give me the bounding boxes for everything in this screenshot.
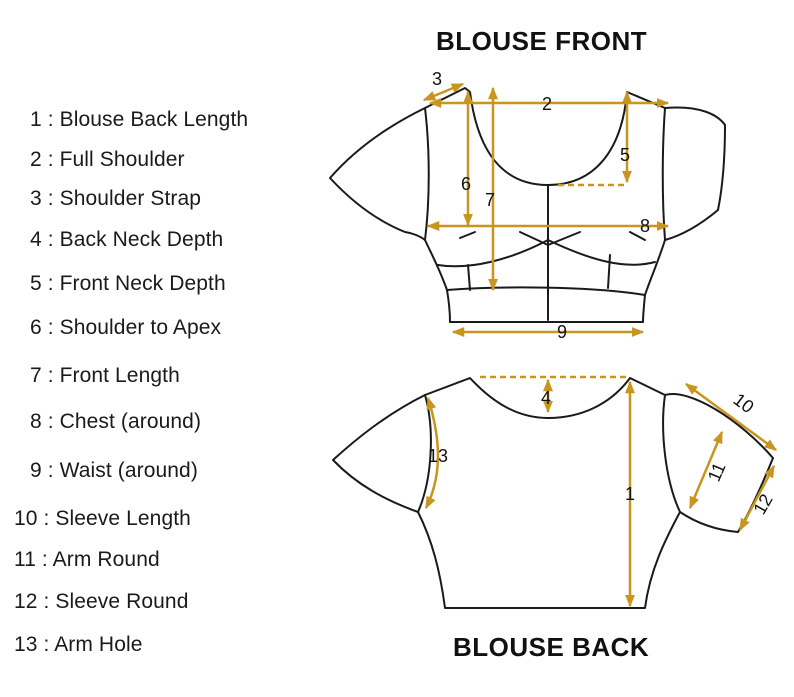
legend-item-back-neck-depth: 4 : Back Neck Depth [30, 228, 224, 251]
label-6: 6 [461, 174, 471, 194]
label-2: 2 [542, 94, 552, 114]
legend-item-front-neck-depth: 5 : Front Neck Depth [30, 272, 226, 295]
front-measure-lines [422, 82, 670, 337]
back-measure-numbers: 4 1 13 10 11 12 [428, 388, 777, 518]
label-7: 7 [485, 190, 495, 210]
front-measure-numbers: 3 2 6 7 5 8 9 [432, 69, 650, 342]
legend-item-front-length: 7 : Front Length [30, 364, 180, 387]
label-9: 9 [557, 322, 567, 342]
legend-item-full-shoulder: 2 : Full Shoulder [30, 148, 185, 171]
legend-item-waist: 9 : Waist (around) [30, 459, 198, 482]
measurement-legend: 1 : Blouse Back Length 2 : Full Shoulder… [0, 0, 300, 697]
back-blouse-outline [332, 377, 774, 609]
label-8: 8 [640, 216, 650, 236]
label-1: 1 [625, 484, 635, 504]
legend-item-arm-hole: 13 : Arm Hole [14, 633, 143, 656]
legend-item-sleeve-length: 10 : Sleeve Length [14, 507, 191, 530]
legend-item-blouse-back-length: 1 : Blouse Back Length [30, 108, 249, 131]
label-10: 10 [730, 389, 758, 417]
label-5: 5 [620, 145, 630, 165]
legend-item-chest: 8 : Chest (around) [30, 410, 202, 433]
label-12: 12 [749, 491, 776, 518]
legend-item-shoulder-strap: 3 : Shoulder Strap [30, 187, 202, 210]
front-blouse-outline [329, 87, 726, 323]
legend-item-arm-round: 11 : Arm Round [14, 548, 160, 571]
back-measure-lines [424, 375, 778, 608]
label-13: 13 [428, 446, 448, 466]
label-4: 4 [541, 388, 551, 408]
label-3: 3 [432, 69, 442, 89]
legend-item-sleeve-round: 12 : Sleeve Round [14, 590, 189, 613]
legend-item-shoulder-to-apex: 6 : Shoulder to Apex [30, 316, 222, 339]
back-title: BLOUSE BACK [453, 632, 650, 662]
front-title: BLOUSE FRONT [436, 26, 648, 56]
